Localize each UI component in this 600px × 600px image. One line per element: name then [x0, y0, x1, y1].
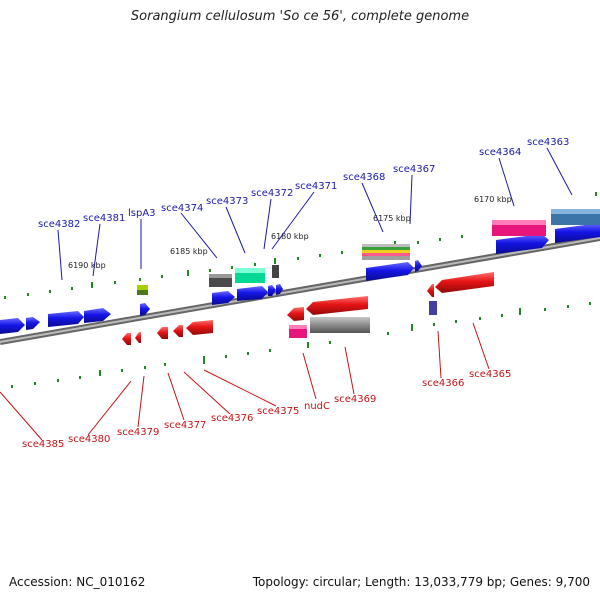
- gene-label-sce4381[interactable]: sce4381: [83, 213, 125, 224]
- gene-label-sce4366[interactable]: sce4366: [422, 378, 464, 389]
- gene-label-sce4375[interactable]: sce4375: [257, 406, 299, 417]
- reverse-genes: [122, 272, 494, 345]
- feature-block[interactable]: [429, 301, 437, 315]
- top-callouts: [57, 147, 573, 281]
- gene-reverse[interactable]: [306, 296, 368, 315]
- feature-block[interactable]: [289, 325, 307, 329]
- genome-summary: Topology: circular; Length: 13,033,779 b…: [252, 575, 590, 589]
- gene-label-sce4365[interactable]: sce4365: [469, 369, 511, 380]
- gene-label-sce4371[interactable]: sce4371: [295, 181, 337, 192]
- feature-block[interactable]: [362, 250, 410, 253]
- lower-ticks: [11, 302, 591, 388]
- kbp-label-6180: 6180 kbp: [271, 232, 309, 241]
- gene-reverse[interactable]: [427, 284, 434, 297]
- gene-reverse[interactable]: [173, 325, 183, 337]
- feature-block[interactable]: [362, 244, 410, 247]
- gene-forward[interactable]: [0, 318, 25, 334]
- gene-label-sce4377[interactable]: sce4377: [164, 420, 206, 431]
- gene-reverse[interactable]: [157, 327, 168, 339]
- feature-block[interactable]: [310, 317, 370, 333]
- forward-genes: [0, 223, 600, 334]
- feature-block[interactable]: [209, 274, 232, 278]
- gene-label-sce4380[interactable]: sce4380: [68, 434, 110, 445]
- gene-forward[interactable]: [212, 291, 235, 305]
- bottom-callouts: [0, 322, 490, 441]
- gene-label-sce4372[interactable]: sce4372: [251, 188, 293, 199]
- gene-label-sce4385[interactable]: sce4385: [22, 439, 64, 450]
- gene-label-lspA3[interactable]: lspA3: [128, 208, 156, 219]
- gene-forward[interactable]: [48, 311, 84, 327]
- gene-label-sce4374[interactable]: sce4374: [161, 203, 203, 214]
- gene-reverse[interactable]: [135, 332, 141, 343]
- gene-forward[interactable]: [555, 223, 600, 243]
- gene-forward[interactable]: [140, 303, 150, 316]
- gene-label-sce4379[interactable]: sce4379: [117, 427, 159, 438]
- gene-reverse[interactable]: [435, 272, 494, 293]
- gene-forward[interactable]: [415, 260, 422, 272]
- backbone-inner: [0, 237, 600, 343]
- kbp-label-6190: 6190 kbp: [68, 261, 106, 270]
- feature-blocks: [137, 209, 600, 338]
- gene-label-sce4369[interactable]: sce4369: [334, 394, 376, 405]
- feature-block[interactable]: [137, 290, 148, 295]
- gene-label-sce4367[interactable]: sce4367: [393, 164, 435, 175]
- feature-block[interactable]: [551, 209, 600, 214]
- gene-label-nudC[interactable]: nudC: [304, 401, 330, 412]
- gene-forward[interactable]: [237, 286, 268, 301]
- gene-label-sce4376[interactable]: sce4376: [211, 413, 253, 424]
- gene-label-sce4368[interactable]: sce4368: [343, 172, 385, 183]
- feature-block[interactable]: [272, 265, 279, 278]
- gene-forward[interactable]: [268, 285, 276, 296]
- accession-label: Accession: NC_010162: [9, 575, 146, 589]
- kbp-label-6175: 6175 kbp: [373, 214, 411, 223]
- gene-label-sce4382[interactable]: sce4382: [38, 219, 80, 230]
- feature-block[interactable]: [362, 253, 410, 256]
- feature-block[interactable]: [235, 268, 265, 273]
- gene-label-sce4373[interactable]: sce4373: [206, 196, 248, 207]
- feature-block[interactable]: [137, 285, 148, 290]
- map-title: Sorangium cellulosum 'So ce 56', complet…: [130, 9, 470, 24]
- feature-block[interactable]: [362, 247, 410, 250]
- feature-block[interactable]: [492, 220, 546, 225]
- gene-reverse[interactable]: [186, 320, 213, 335]
- feature-block[interactable]: [362, 256, 410, 260]
- gene-reverse[interactable]: [287, 307, 304, 321]
- gene-label-sce4364[interactable]: sce4364: [479, 147, 521, 158]
- kbp-label-6185: 6185 kbp: [170, 247, 208, 256]
- gene-label-sce4363[interactable]: sce4363: [527, 137, 569, 148]
- gene-forward[interactable]: [84, 308, 111, 323]
- gene-forward[interactable]: [366, 262, 414, 281]
- kbp-label-6170: 6170 kbp: [474, 195, 512, 204]
- gene-forward[interactable]: [26, 317, 40, 330]
- gene-reverse[interactable]: [122, 333, 131, 345]
- gene-forward[interactable]: [276, 284, 283, 295]
- gene-forward[interactable]: [496, 234, 549, 254]
